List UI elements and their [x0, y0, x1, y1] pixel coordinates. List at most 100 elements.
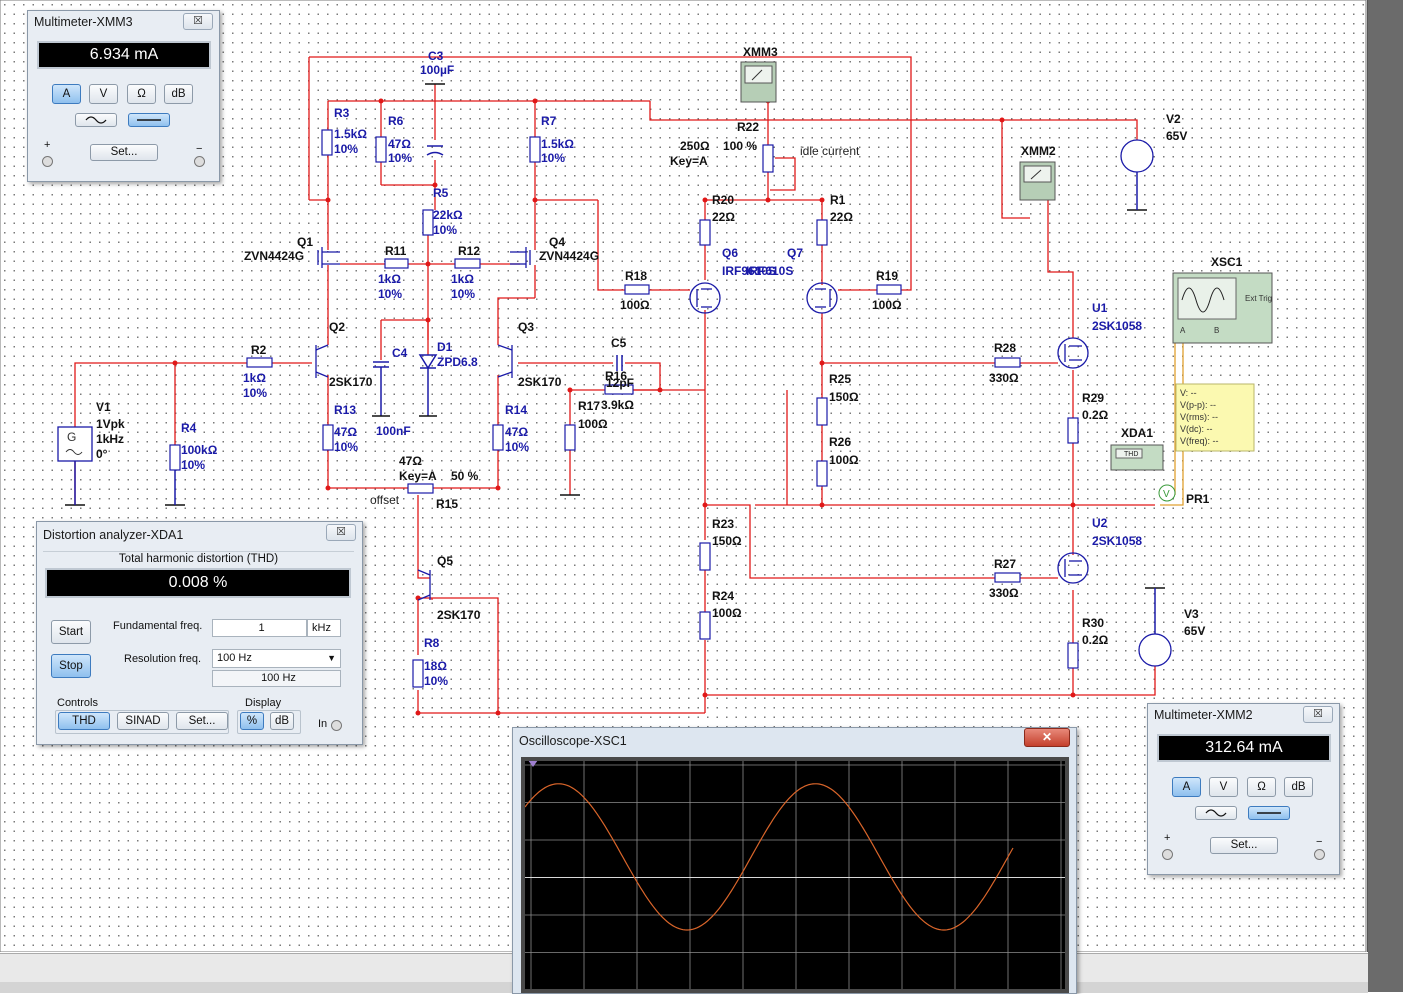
q7-ref: Q7	[787, 246, 803, 260]
v3-value: 65V	[1184, 624, 1205, 638]
r4-value: 100kΩ	[181, 443, 218, 457]
v1-ref: V1	[96, 400, 111, 414]
r23-value: 150Ω	[712, 534, 742, 548]
r16-ref: R16	[605, 369, 627, 383]
resistor-bodies	[169, 129, 1079, 688]
svg-text:G: G	[67, 430, 76, 444]
probe-info-lines: V: -- V(p-p): -- V(rms): -- V(dc): -- V(…	[1180, 388, 1219, 446]
d1-model: ZPD6.8	[437, 355, 478, 369]
close-button[interactable]: ☒	[183, 13, 213, 30]
r22-note: idle current	[800, 144, 860, 158]
mode-db-button[interactable]: dB	[1284, 777, 1313, 797]
window-title: Distortion analyzer-XDA1	[43, 528, 184, 542]
scope-trace	[525, 783, 1014, 931]
stop-button[interactable]: Stop	[51, 654, 91, 678]
v1-amp: 1Vpk	[96, 417, 125, 431]
r15-key: Key=A	[399, 469, 437, 483]
r22-ref: R22	[737, 120, 759, 134]
set-button[interactable]: Set...	[1210, 837, 1278, 854]
dc-coupling-button[interactable]	[1248, 806, 1290, 820]
db-button[interactable]: dB	[270, 712, 294, 730]
r22-pct: 100 %	[723, 139, 757, 153]
ac-coupling-button[interactable]	[75, 113, 117, 127]
chevron-down-icon: ▼	[327, 653, 336, 663]
c4-ref: C4	[392, 346, 408, 360]
mode-volt-button[interactable]: V	[89, 84, 118, 104]
dc-coupling-button[interactable]	[128, 113, 170, 127]
fundamental-freq-input[interactable]: 1	[212, 619, 307, 637]
r4-ref: R4	[181, 421, 197, 435]
r14-ref: R14	[505, 403, 527, 417]
ac-coupling-button[interactable]	[1195, 806, 1237, 820]
r4-tol: 10%	[181, 458, 205, 472]
plus-terminal-icon[interactable]	[42, 156, 53, 167]
r12-ref: R12	[458, 244, 480, 258]
voltage-sources	[57, 139, 1172, 667]
scope-screen[interactable]	[525, 761, 1065, 989]
r11-ref: R11	[385, 244, 407, 258]
r20-value: 22Ω	[712, 210, 735, 224]
mode-db-button[interactable]: dB	[164, 84, 193, 104]
xsc1-ch-b: B	[1214, 326, 1219, 335]
mode-ampere-button[interactable]: A	[1172, 777, 1201, 797]
minus-terminal-icon[interactable]	[1314, 849, 1325, 860]
minus-terminal-icon[interactable]	[194, 156, 205, 167]
window-scrollbar-area[interactable]	[1368, 0, 1403, 992]
r6-tol: 10%	[388, 151, 412, 165]
r28-ref: R28	[994, 341, 1016, 355]
d1-ref: D1	[437, 340, 453, 354]
mode-ohm-button[interactable]: Ω	[1247, 777, 1276, 797]
close-button[interactable]: ✕	[1024, 728, 1070, 747]
set-button[interactable]: Set...	[90, 144, 158, 161]
r19-value: 100Ω	[872, 298, 902, 312]
v1-phase: 0°	[96, 447, 108, 461]
multimeter-xmm3-window[interactable]: Multimeter-XMM3 ☒ 6.934 mA A V Ω dB + − …	[27, 10, 220, 182]
r11-value: 1kΩ	[378, 272, 401, 286]
r20-ref: R20	[712, 193, 734, 207]
q5-ref: Q5	[437, 554, 453, 568]
distortion-analyzer-window[interactable]: Distortion analyzer-XDA1 ☒ Total harmoni…	[36, 521, 363, 745]
close-button[interactable]: ☒	[1303, 706, 1333, 723]
junctions	[172, 98, 1076, 716]
mode-volt-button[interactable]: V	[1209, 777, 1238, 797]
u2-model: 2SK1058	[1092, 534, 1142, 548]
sinad-button[interactable]: SINAD	[117, 712, 169, 730]
r5-tol: 10%	[433, 223, 457, 237]
c3-value: 100µF	[420, 63, 454, 77]
q7-model: IRF610S	[746, 264, 793, 278]
r5-ref: R5	[433, 186, 449, 200]
probe-line: V(p-p): --	[1180, 400, 1216, 410]
fundamental-freq-unit[interactable]: kHz	[307, 619, 341, 637]
q6-model: IRF9610S	[722, 264, 776, 278]
minus-terminal-label: −	[1316, 836, 1323, 848]
minus-terminal-label: −	[196, 143, 203, 155]
percent-button[interactable]: %	[240, 712, 264, 730]
input-terminal-icon[interactable]	[331, 720, 342, 731]
plus-terminal-icon[interactable]	[1162, 849, 1173, 860]
start-button[interactable]: Start	[51, 620, 91, 644]
close-button[interactable]: ☒	[326, 524, 356, 541]
trigger-marker-icon	[528, 761, 538, 767]
thd-button[interactable]: THD	[58, 712, 110, 730]
probe-line: V(rms): --	[1180, 412, 1218, 422]
set-button[interactable]: Set...	[176, 712, 228, 730]
r30-ref: R30	[1082, 616, 1104, 630]
v1-freq: 1kHz	[96, 432, 124, 446]
multimeter-xmm2-window[interactable]: Multimeter-XMM2 ☒ 312.64 mA A V Ω dB + −…	[1147, 703, 1340, 875]
misc-symbols	[65, 83, 1165, 635]
r8-tol: 10%	[424, 674, 448, 688]
oscilloscope-window[interactable]: Oscilloscope-XSC1 ✕	[512, 727, 1077, 994]
resolution-freq-value: 100 Hz	[217, 652, 252, 664]
mode-ohm-button[interactable]: Ω	[127, 84, 156, 104]
probe-line: V: --	[1180, 388, 1197, 398]
window-title: Multimeter-XMM2	[1154, 708, 1253, 722]
r24-ref: R24	[712, 589, 734, 603]
r3-value: 1.5kΩ	[334, 127, 367, 141]
c3-ref: C3	[428, 49, 444, 63]
resolution-freq-select[interactable]: 100 Hz ▼	[212, 649, 341, 668]
r26-ref: R26	[829, 435, 851, 449]
mode-ampere-button[interactable]: A	[52, 84, 81, 104]
r26-value: 100Ω	[829, 453, 859, 467]
r7-tol: 10%	[541, 151, 565, 165]
r3-ref: R3	[334, 106, 350, 120]
